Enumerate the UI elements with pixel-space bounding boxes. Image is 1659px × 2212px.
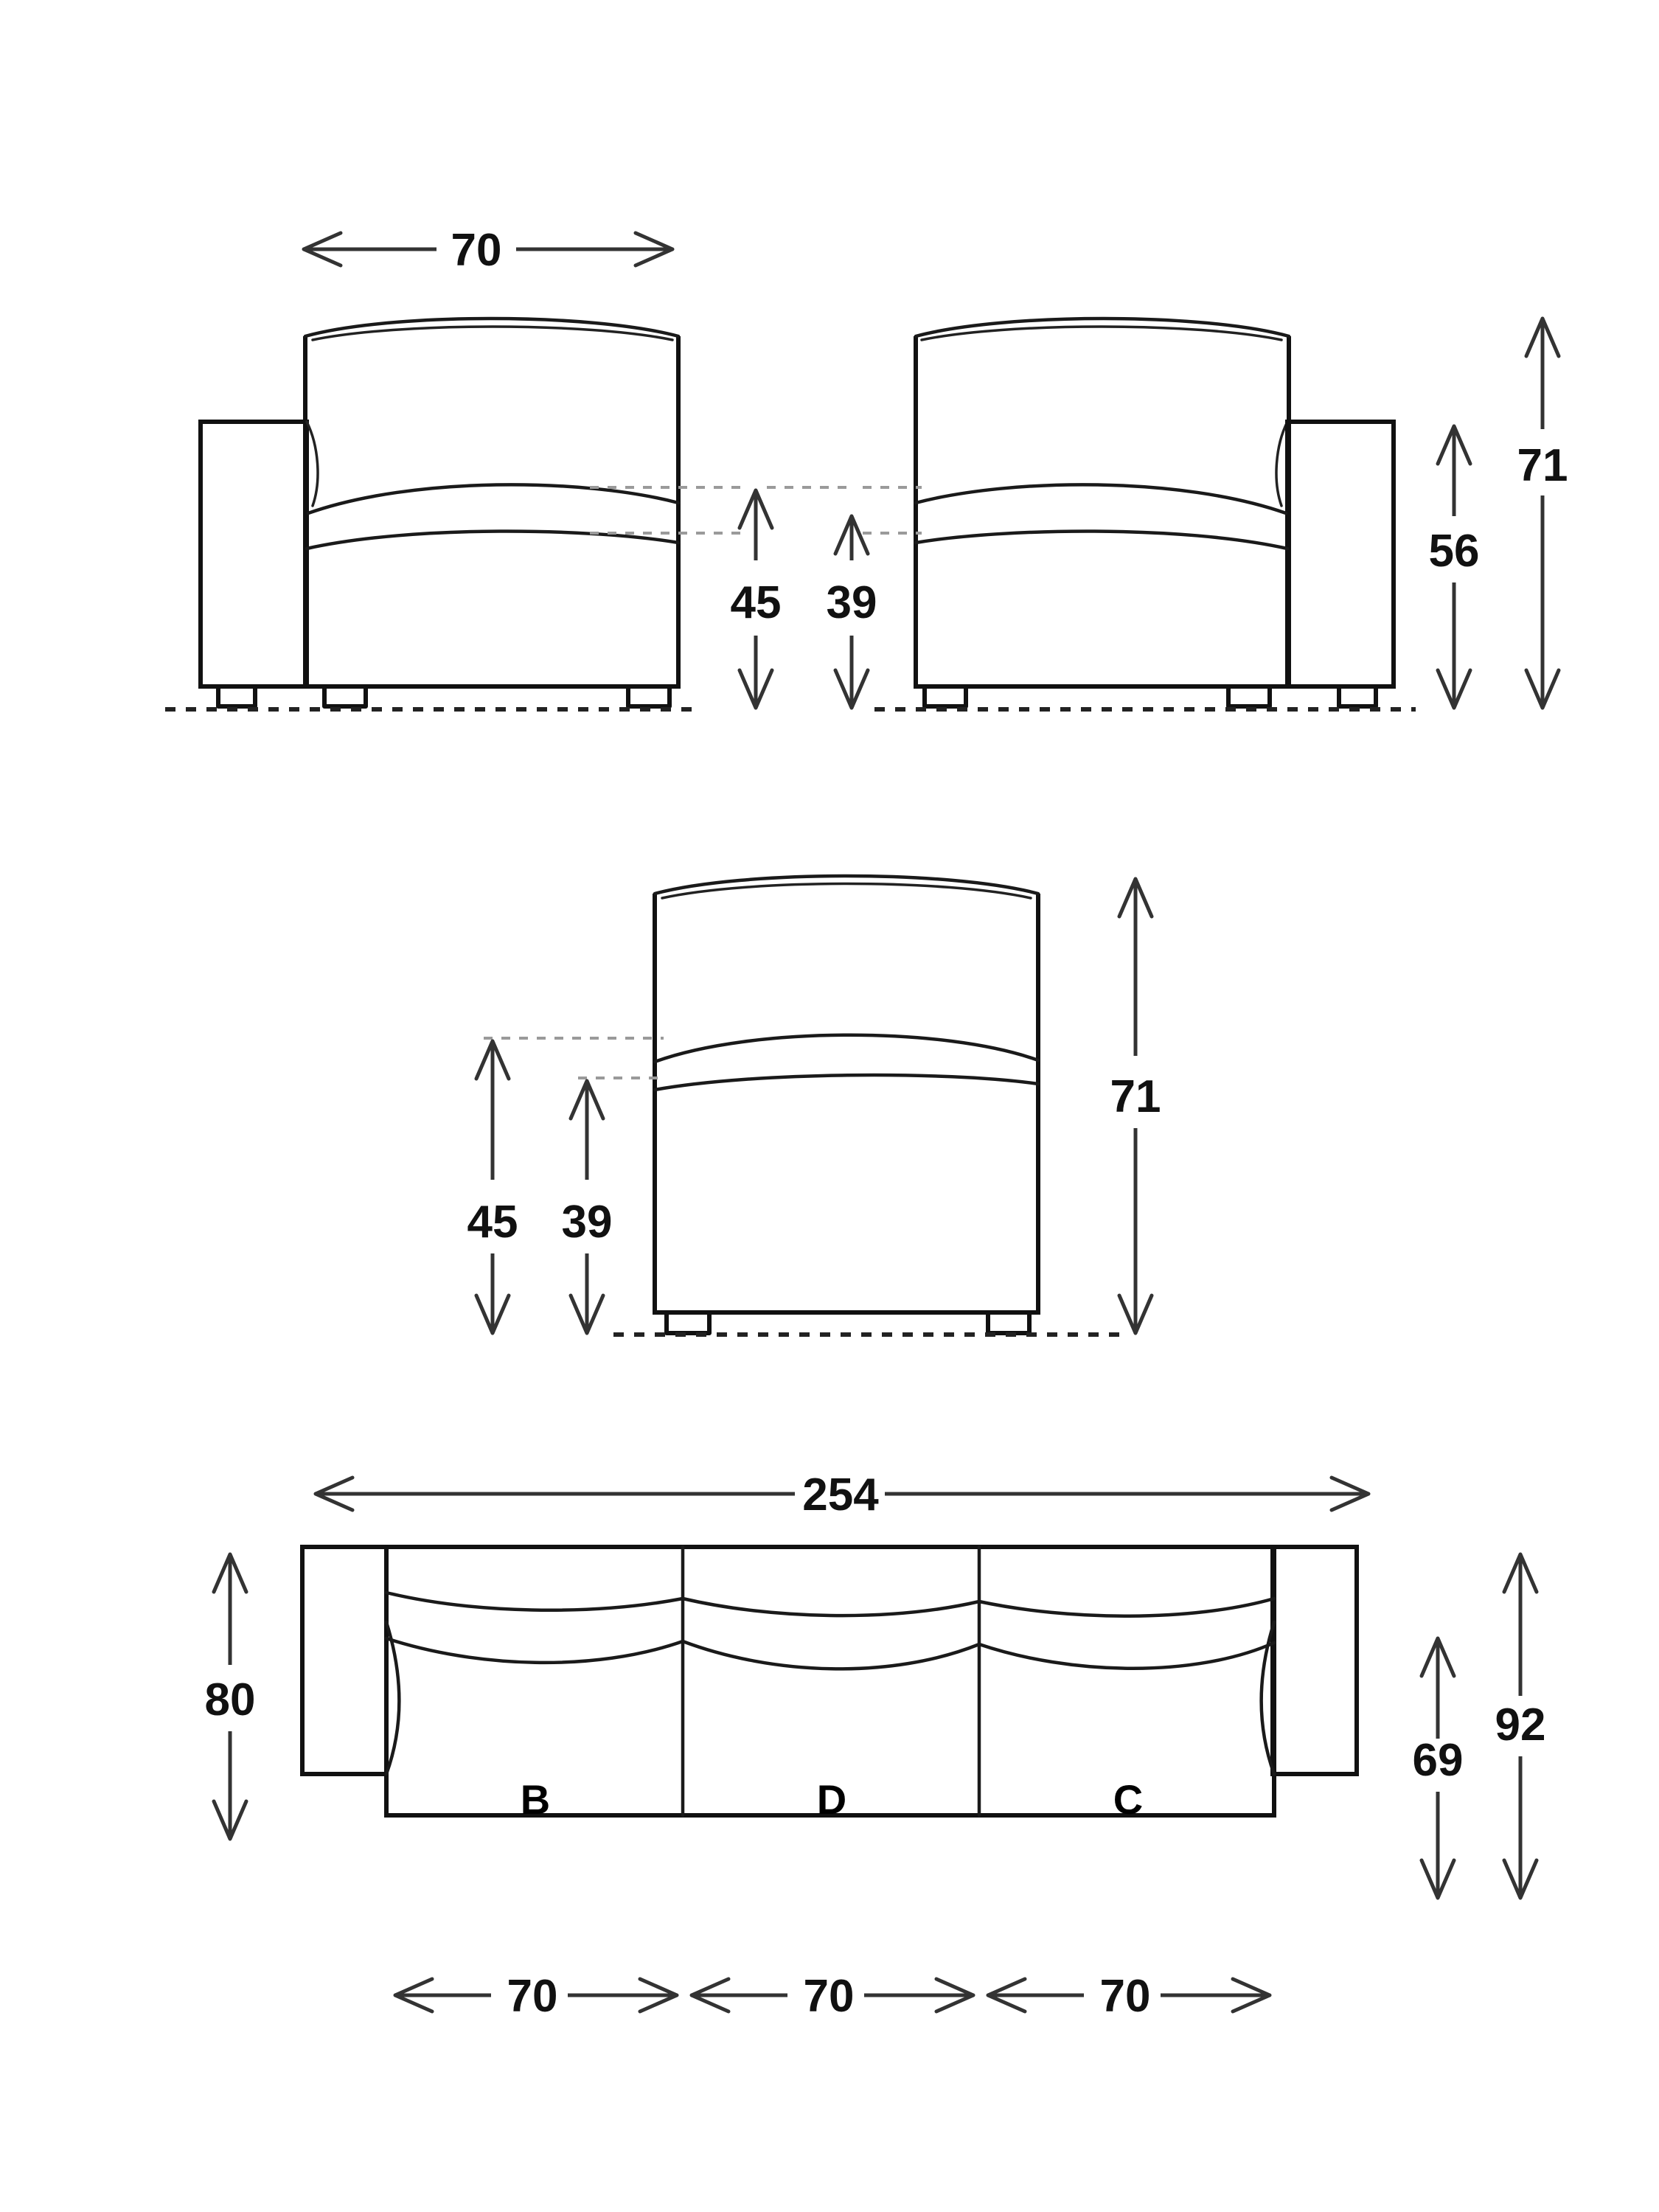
dimension-label-70-c: 70 xyxy=(1100,1971,1151,2022)
dimension-label-39-center: 39 xyxy=(562,1197,613,1248)
dimension-label-39-top: 39 xyxy=(827,577,877,628)
dimension-92-plan xyxy=(1502,1552,1539,1900)
right-module-guide-lines xyxy=(767,486,922,535)
view-front-center-module xyxy=(484,874,1127,1337)
view-plan xyxy=(300,1545,1359,1818)
right-module-feet xyxy=(922,686,1378,709)
plan-seat-label-b: B xyxy=(521,1776,550,1823)
dimension-label-45-top: 45 xyxy=(731,577,782,628)
plan-seat-block xyxy=(384,1545,1276,1818)
center-module-guide-lines xyxy=(484,1037,664,1079)
dimension-45-center xyxy=(474,1039,511,1335)
dimension-69-plan xyxy=(1419,1636,1456,1900)
dimension-label-71-top: 71 xyxy=(1517,440,1568,491)
dimension-71-center xyxy=(1117,877,1154,1335)
plan-seat-label-d: D xyxy=(817,1776,846,1823)
dimension-label-70-d: 70 xyxy=(804,1971,855,2022)
dimension-70-d xyxy=(689,1977,975,2014)
right-module-arm-panel xyxy=(1285,420,1396,689)
dimension-label-69-plan: 69 xyxy=(1413,1735,1464,1786)
plan-left-arm xyxy=(300,1545,389,1776)
dimension-label-45-center: 45 xyxy=(467,1197,518,1248)
dimension-254-plan xyxy=(313,1475,1371,1512)
dimension-39-top xyxy=(833,514,870,710)
dimension-label-92-plan: 92 xyxy=(1495,1700,1546,1750)
dimension-45-top xyxy=(737,488,774,710)
plan-right-arm xyxy=(1270,1545,1359,1776)
dimension-label-80-plan: 80 xyxy=(205,1674,256,1725)
center-module-seat-cushion xyxy=(653,1033,1040,1092)
view-front-left-module xyxy=(165,231,746,712)
right-module-seat-cushion xyxy=(914,483,1290,551)
dimension-label-56-top: 56 xyxy=(1429,526,1480,577)
plan-right-taper xyxy=(1259,1620,1276,1776)
dimension-39-center xyxy=(568,1079,605,1335)
plan-back-seam-row xyxy=(384,1590,1276,1618)
view-front-right-module xyxy=(767,316,1416,712)
dimension-label-top-width: 70 xyxy=(451,225,502,276)
dimension-71-top xyxy=(1524,316,1561,710)
dimension-label-71-center: 71 xyxy=(1110,1071,1161,1122)
center-module-body xyxy=(653,874,1040,1315)
plan-seat-seam-row xyxy=(384,1636,1276,1671)
center-module-feet xyxy=(664,1312,1032,1335)
dimension-70-c xyxy=(986,1977,1272,2014)
dimension-top-width-70 xyxy=(302,231,675,268)
left-module-seat-cushion xyxy=(305,483,681,551)
left-module-feet xyxy=(216,686,672,709)
dimension-56-top xyxy=(1436,424,1472,710)
dimension-70-b xyxy=(393,1977,679,2014)
dimension-label-70-b: 70 xyxy=(507,1971,558,2022)
right-module-body xyxy=(914,316,1291,689)
dimension-label-254-plan: 254 xyxy=(802,1470,879,1520)
left-module-guide-lines xyxy=(590,486,746,535)
left-module-body xyxy=(303,316,681,689)
left-module-arm-panel xyxy=(198,420,309,689)
plan-seat-label-c: C xyxy=(1113,1776,1143,1823)
dimension-80-plan xyxy=(212,1552,248,1841)
